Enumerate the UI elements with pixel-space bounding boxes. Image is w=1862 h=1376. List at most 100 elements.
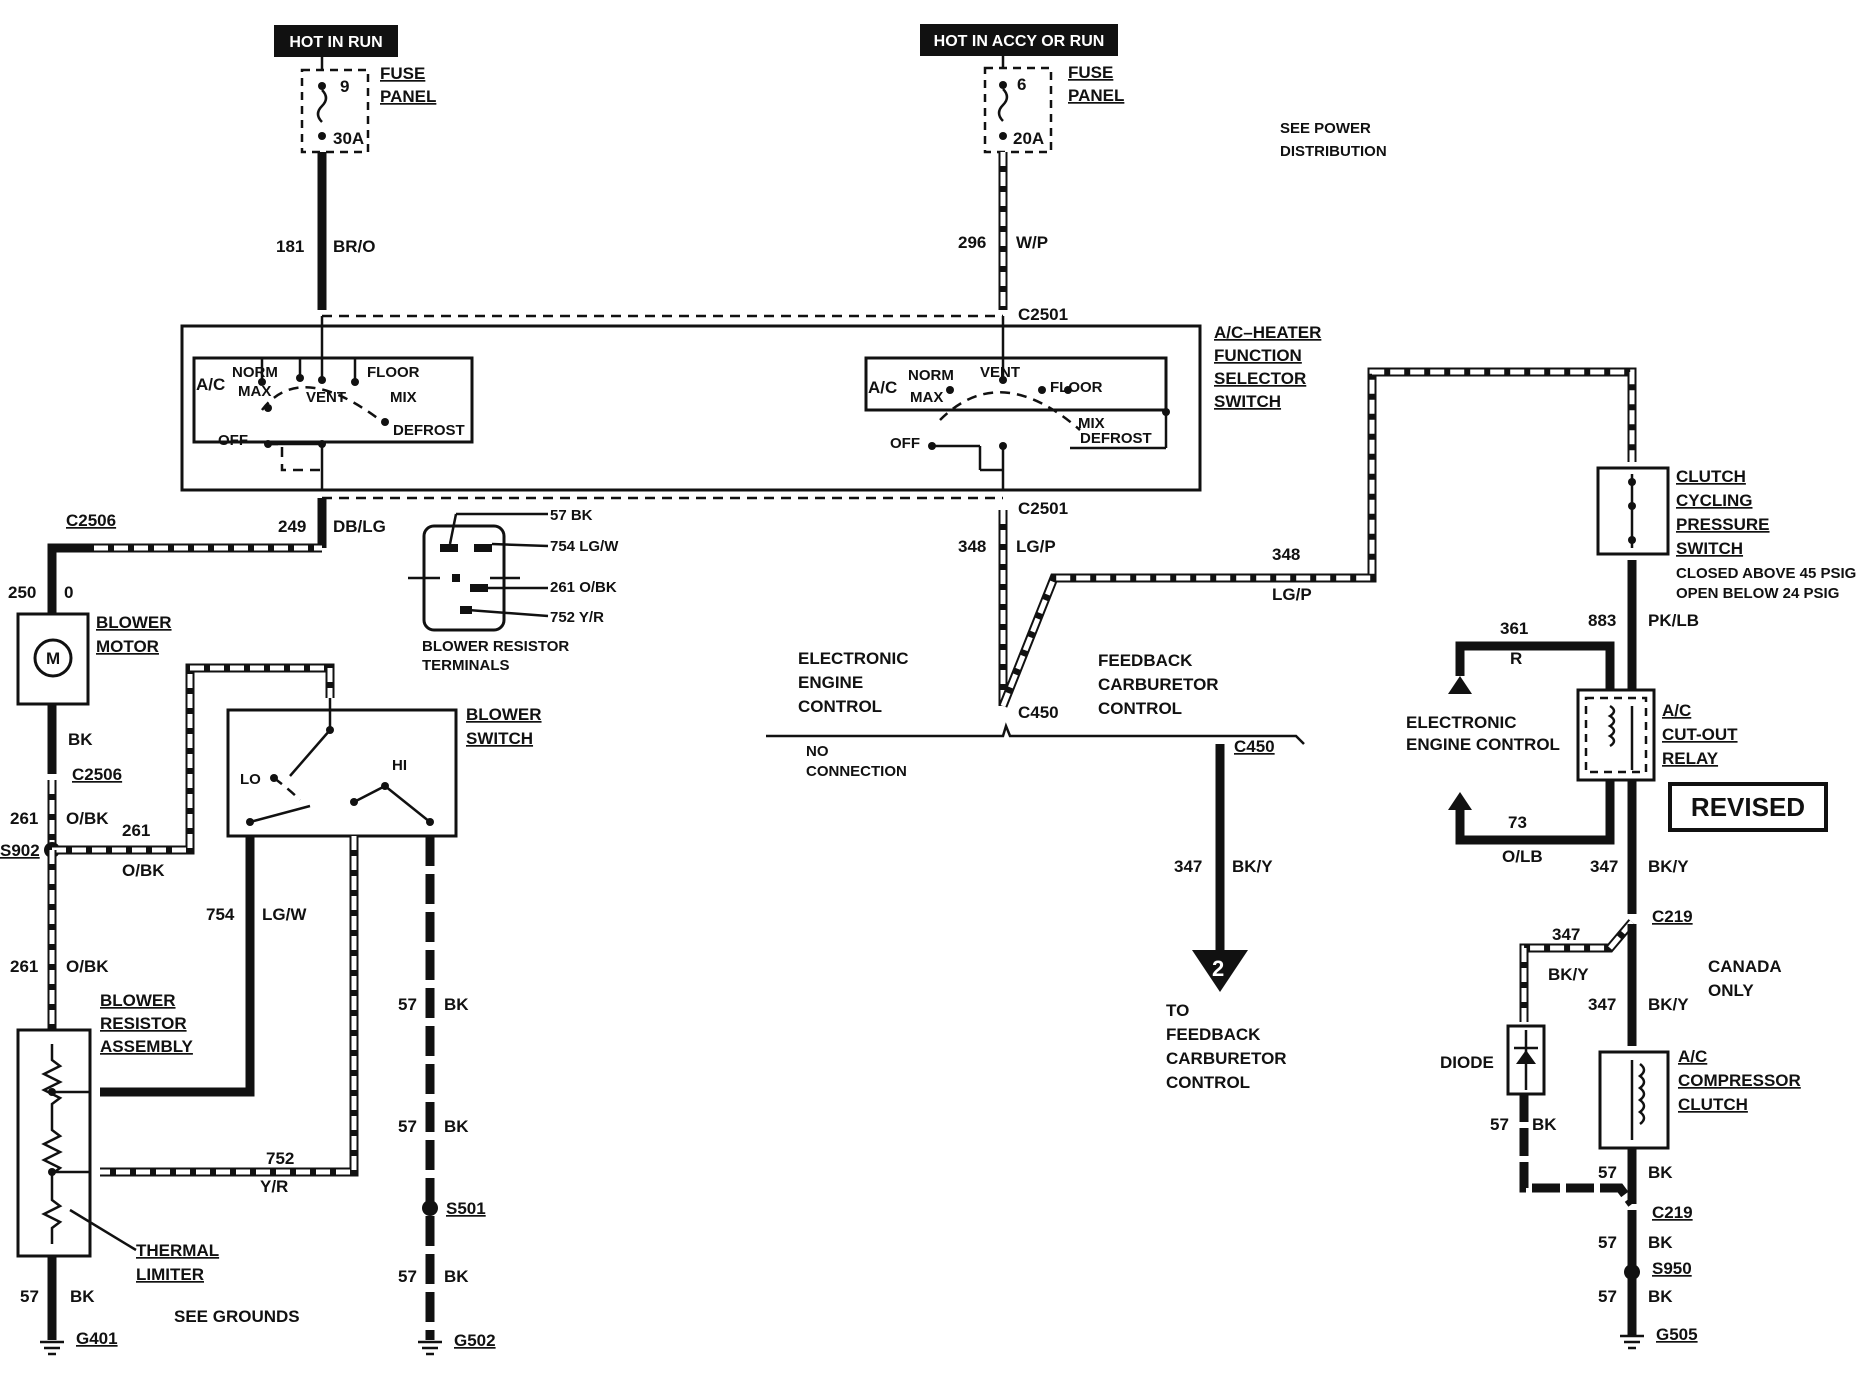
svg-text:BK: BK (1648, 1233, 1673, 1252)
connector-c450-bottom: C450 (1234, 737, 1275, 756)
svg-text:S501: S501 (446, 1199, 486, 1218)
eec-fcc-divider: ELECTRONIC ENGINE CONTROL FEEDBACK CARBU… (766, 649, 1305, 780)
svg-text:SWITCH: SWITCH (1676, 539, 1743, 558)
wire-261-to-switch: 261 O/BK (52, 663, 335, 880)
svg-text:DEFROST: DEFROST (1080, 430, 1152, 447)
wire-57-motor: BK (47, 704, 93, 774)
connector-c219-top: C219 (1652, 907, 1693, 926)
svg-text:261: 261 (10, 957, 38, 976)
svg-text:FLOOR: FLOOR (367, 364, 420, 381)
svg-text:S902: S902 (0, 841, 40, 860)
wire-57-g401: 57 BK (20, 1256, 95, 1340)
svg-text:MIX: MIX (1078, 415, 1105, 432)
svg-text:348: 348 (958, 537, 986, 556)
canada-only-2: ONLY (1708, 981, 1754, 1000)
svg-text:HOT IN RUN: HOT IN RUN (289, 34, 382, 51)
selector-switch: A/C–HEATER FUNCTION SELECTOR SWITCH NORM… (180, 316, 1321, 492)
svg-text:W/P: W/P (1016, 233, 1048, 252)
clutch-cycling-pressure-switch: CLUTCH CYCLING PRESSURE SWITCH CLOSED AB… (1596, 466, 1856, 602)
svg-text:CONTROL: CONTROL (1098, 699, 1182, 718)
svg-text:OPEN BELOW 24 PSIG: OPEN BELOW 24 PSIG (1676, 585, 1839, 602)
connector-c219-bottom: C219 (1652, 1203, 1693, 1222)
svg-text:CUT-OUT: CUT-OUT (1662, 725, 1738, 744)
svg-text:FEEDBACK: FEEDBACK (1098, 651, 1193, 670)
wire-181: 181 BR/O (276, 152, 376, 310)
svg-text:VENT: VENT (980, 364, 1020, 381)
svg-text:SEE POWER: SEE POWER (1280, 120, 1371, 137)
svg-text:NORM: NORM (908, 367, 954, 384)
svg-text:DIODE: DIODE (1440, 1053, 1494, 1072)
blower-motor: M BLOWER MOTOR (16, 612, 172, 706)
connector-c2501-top: C2501 (1018, 305, 1068, 324)
svg-text:NORM: NORM (232, 364, 278, 381)
svg-text:CYCLING: CYCLING (1676, 491, 1753, 510)
ground-g502: G502 (418, 1331, 496, 1356)
svg-text:BLOWER: BLOWER (96, 613, 172, 632)
page-ref-arrow: 2 (1192, 950, 1248, 992)
svg-text:347: 347 (1588, 995, 1616, 1014)
svg-text:CARBURETOR: CARBURETOR (1098, 675, 1219, 694)
svg-text:A/C–HEATER: A/C–HEATER (1214, 323, 1321, 342)
svg-text:BK/Y: BK/Y (1648, 995, 1689, 1014)
svg-text:57: 57 (398, 1267, 417, 1286)
blower-resistor-assembly: BLOWER RESISTOR ASSEMBLY THERMAL LIMITER (16, 991, 219, 1284)
svg-text:O/LB: O/LB (1502, 847, 1543, 866)
revised-stamp: REVISED (1668, 782, 1828, 832)
eec-relay-label: ELECTRONIC ENGINE CONTROL (1406, 713, 1560, 754)
svg-text:FEEDBACK: FEEDBACK (1166, 1025, 1261, 1044)
svg-text:CONTROL: CONTROL (1166, 1073, 1250, 1092)
svg-text:LG/P: LG/P (1016, 537, 1056, 556)
svg-text:181: 181 (276, 237, 304, 256)
wire-249: 249 DB/LG (94, 498, 386, 553)
svg-text:A/C: A/C (196, 375, 225, 394)
svg-text:6: 6 (1017, 75, 1026, 94)
svg-text:BR/O: BR/O (333, 237, 376, 256)
wire-361: 361 R (1448, 619, 1615, 694)
svg-text:57: 57 (398, 1117, 417, 1136)
to-fcc-label: TO FEEDBACK CARBURETOR CONTROL (1166, 1001, 1287, 1092)
svg-text:CONNECTION: CONNECTION (806, 763, 907, 780)
svg-text:HI: HI (392, 757, 407, 774)
svg-text:REVISED: REVISED (1691, 792, 1805, 822)
connector-c2506-bottom: C2506 (72, 765, 122, 784)
wire-261-to-resistor: 261 O/BK (10, 850, 109, 1030)
svg-text:LG/P: LG/P (1272, 585, 1312, 604)
svg-text:249: 249 (278, 517, 306, 536)
svg-text:57: 57 (1598, 1163, 1617, 1182)
svg-text:883: 883 (1588, 611, 1616, 630)
ground-g505: G505 (1620, 1325, 1698, 1350)
svg-text:S950: S950 (1652, 1259, 1692, 1278)
svg-text:BK: BK (1532, 1115, 1557, 1134)
svg-text:347: 347 (1552, 925, 1580, 944)
svg-text:DISTRIBUTION: DISTRIBUTION (1280, 143, 1387, 160)
fuse-9: 9 30A FUSE PANEL (300, 57, 436, 154)
svg-text:261 O/BK: 261 O/BK (550, 579, 617, 596)
canada-only-1: CANADA (1708, 957, 1782, 976)
see-grounds: SEE GROUNDS (174, 1307, 300, 1326)
svg-text:57: 57 (398, 995, 417, 1014)
wire-347-clutch: 347 BK/Y (1588, 924, 1689, 1046)
svg-text:G505: G505 (1656, 1325, 1698, 1344)
svg-text:57: 57 (1490, 1115, 1509, 1134)
svg-text:FUNCTION: FUNCTION (1214, 346, 1302, 365)
svg-text:FUSE: FUSE (1068, 63, 1113, 82)
svg-text:FLOOR: FLOOR (1050, 379, 1103, 396)
svg-text:CLUTCH: CLUTCH (1676, 467, 1746, 486)
svg-text:BLOWER RESISTOR: BLOWER RESISTOR (422, 638, 569, 655)
svg-text:BK: BK (68, 730, 93, 749)
blower-resistor-terminals: 57 BK 754 LG/W 261 O/BK 752 Y/R BLOWER R… (408, 507, 619, 674)
svg-text:G502: G502 (454, 1331, 496, 1350)
svg-text:MAX: MAX (238, 383, 271, 400)
wire-347-to-fcc: 347 BK/Y (1174, 744, 1273, 952)
svg-text:ASSEMBLY: ASSEMBLY (100, 1037, 194, 1056)
wire-754: 754 LG/W (100, 836, 307, 1097)
svg-text:754: 754 (206, 905, 235, 924)
wire-883: 883 PK/LB (1588, 560, 1699, 690)
wire-57-diode: 57 BK (1490, 1094, 1636, 1207)
svg-text:PRESSURE: PRESSURE (1676, 515, 1770, 534)
svg-text:O/BK: O/BK (66, 957, 109, 976)
svg-text:BK: BK (1648, 1287, 1673, 1306)
svg-text:A/C: A/C (868, 378, 897, 397)
svg-text:752: 752 (266, 1149, 294, 1168)
